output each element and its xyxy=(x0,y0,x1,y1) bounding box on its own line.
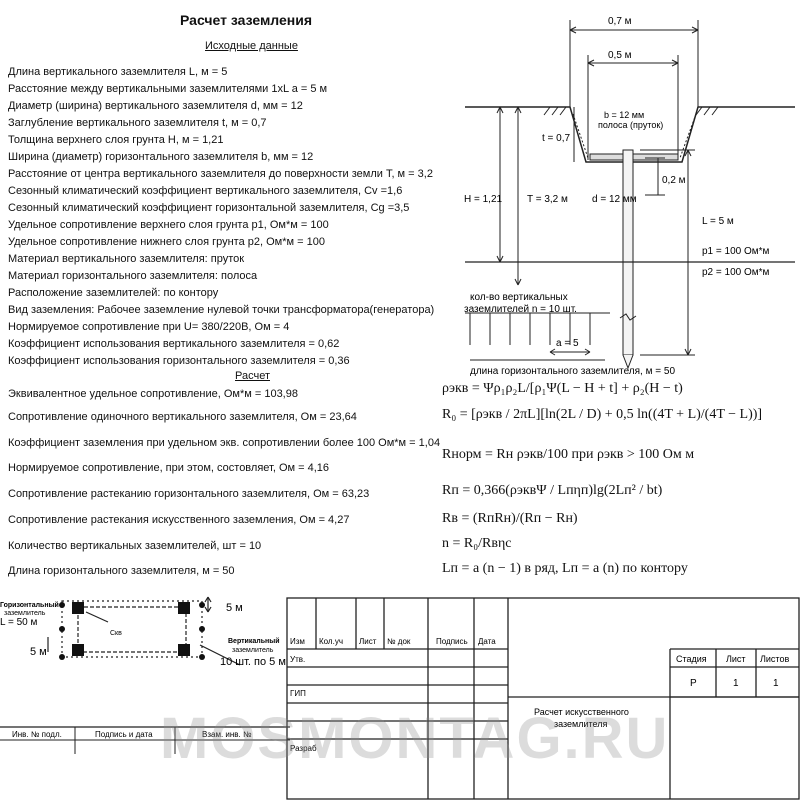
col-doc: № док xyxy=(387,637,411,646)
col-date: Дата xyxy=(478,637,496,646)
col-list: Лист xyxy=(359,637,377,646)
h-label: H = 1,21 xyxy=(464,194,503,205)
doc-title-2: заземлителя xyxy=(554,719,608,729)
row-gip: ГИП xyxy=(290,689,306,698)
title-block: Изм Кол.уч Лист № док Подпись Дата Утв. … xyxy=(286,597,800,800)
sign-date-label: Подпись и дата xyxy=(95,730,153,739)
col-kol: Кол.уч xyxy=(319,637,343,646)
result-line: Сопротивление одиночного вертикального з… xyxy=(8,411,357,423)
b-label: b = 12 мм xyxy=(604,110,644,120)
strip-label: полоса (пруток) xyxy=(598,120,663,130)
stage-value: Р xyxy=(690,678,697,689)
dim-5m-right: 5 м xyxy=(226,602,243,614)
inv-block: Инв. № подл. Подпись и дата Взам. инв. № xyxy=(0,726,290,754)
doc-title-1: Расчет искусственного xyxy=(534,707,629,717)
param-line: Длина вертикального заземлителя L, м = 5 xyxy=(8,66,228,78)
result-line: Количество вертикальных заземлителей, шт… xyxy=(8,540,262,552)
sheets-header: Листов xyxy=(760,654,789,664)
l-label: L = 5 м xyxy=(702,216,734,227)
param-line: Удельное сопротивление нижнего слоя грун… xyxy=(8,236,325,248)
horiz-length: L = 50 м xyxy=(0,617,37,628)
row-razrab: Разраб xyxy=(290,744,317,753)
count-label: кол-во вертикальных xyxy=(470,292,568,303)
formula-line: Rп = 0,366(ρэквΨ / Lпηп)lg(2Lп² / bt) xyxy=(442,483,663,498)
watermark: MOSMONTAG.RU xyxy=(160,706,670,771)
inv-podl-label: Инв. № подл. xyxy=(12,730,62,739)
dim-05-label: 0,5 м xyxy=(608,50,632,61)
formula-line: Lп = a (n − 1) в ряд, Lп = a (n) по конт… xyxy=(442,561,688,576)
p1-label: p1 = 100 Ом*м xyxy=(702,246,770,257)
param-line: Заглубление вертикального заземлителя t,… xyxy=(8,117,267,129)
t-label: t = 0,7 xyxy=(542,133,571,144)
param-line: Толщина верхнего слоя грунта H, м = 1,21 xyxy=(8,134,224,146)
result-line: Коэффициент заземления при удельном экв.… xyxy=(8,437,441,449)
param-line: Нормируемое сопротивление при U= 380/220… xyxy=(8,321,290,333)
formula-line: Rнорм = Rн ρэкв/100 при ρэкв > 100 Ом м xyxy=(442,447,695,462)
stage-header: Стадия xyxy=(676,654,707,664)
result-line: Длина горизонтального заземлителя, м = 5… xyxy=(8,565,235,577)
formula-line: R₀ = [ρэкв / 2πL][ln(2L / D) + 0,5 ln((4… xyxy=(442,407,763,422)
well-label: Скв xyxy=(110,630,122,637)
param-line: Расстояние от центра вертикального зазем… xyxy=(8,168,433,180)
a-label: a = 5 xyxy=(556,338,579,349)
result-line: Эквивалентное удельное сопротивление, Ом… xyxy=(8,388,298,400)
vert-label-1: Вертикальный xyxy=(228,637,280,645)
vert-count: 10 шт. по 5 м xyxy=(220,656,286,668)
dim-5m-left: 5 м xyxy=(30,646,47,658)
param-line: Вид заземления: Рабочее заземление нулев… xyxy=(8,304,435,316)
length-label: длина горизонтального заземлителя, м = 5… xyxy=(470,366,675,377)
param-line: Коэффициент использования вертикального … xyxy=(8,338,340,350)
t-depth-label: T = 3,2 м xyxy=(527,194,568,205)
formula-line: Rв = (RпRн)/(Rп − Rн) xyxy=(442,511,578,526)
page-title: Расчет заземления xyxy=(180,12,313,28)
param-line: Коэффициент использования горизонтальног… xyxy=(8,355,350,367)
param-line: Расположение заземлителей: по контору xyxy=(8,287,219,299)
param-line: Сезонный климатический коэффициент гориз… xyxy=(8,202,410,214)
dim-07-label: 0,7 м xyxy=(608,16,632,27)
param-line: Диаметр (ширина) вертикального заземлите… xyxy=(8,100,303,112)
param-line: Сезонный климатический коэффициент верти… xyxy=(8,185,403,197)
param-line: Удельное сопротивление верхнего слоя гру… xyxy=(8,219,329,231)
formula-line: n = R₀/Rвηс xyxy=(442,536,512,551)
section-diagram: 0,7 м 0,5 м b = 12 мм полоса (пруток) t … xyxy=(464,16,795,377)
sheets-value: 1 xyxy=(773,678,779,689)
vert-label-2: заземлитель xyxy=(232,647,274,654)
count-label-2: заземлителей n = 10 шт. xyxy=(464,304,577,315)
result-line: Сопротивление растеканию горизонтального… xyxy=(8,488,370,500)
plan-diagram: Горизонтальный заземлитель L = 50 м Скв … xyxy=(0,596,286,668)
horiz-label-1: Горизонтальный xyxy=(0,601,59,609)
col-izm: Изм xyxy=(290,637,305,646)
p2-label: p2 = 100 Ом*м xyxy=(702,267,770,278)
col-sign: Подпись xyxy=(436,637,468,646)
sheet-header: Лист xyxy=(726,654,746,664)
result-line: Сопротивление растекания искусственного … xyxy=(8,514,350,526)
d-label: d = 12 мм xyxy=(592,194,637,205)
param-line: Материал вертикального заземлителя: прут… xyxy=(8,253,245,265)
param-line: Материал горизонтального заземлителя: по… xyxy=(8,270,258,282)
param-line: Расстояние между вертикальными заземлите… xyxy=(8,83,328,95)
formula-line: ρэкв = Ψρ₁ρ₂L/[ρ₁Ψ(L − H + t] + ρ₂(H − t… xyxy=(442,381,683,396)
input-heading: Исходные данные xyxy=(205,40,298,52)
sheet-value: 1 xyxy=(733,678,739,689)
vzam-label: Взам. инв. № xyxy=(202,730,252,739)
horiz-label-2: заземлитель xyxy=(4,610,46,617)
row-utv: Утв. xyxy=(290,655,305,664)
calc-heading: Расчет xyxy=(235,370,270,382)
param-line: Ширина (диаметр) горизонтального заземли… xyxy=(8,151,314,163)
dim-02-label: 0,2 м xyxy=(662,175,686,186)
result-line: Нормируемое сопротивление, при этом, сос… xyxy=(8,462,330,474)
